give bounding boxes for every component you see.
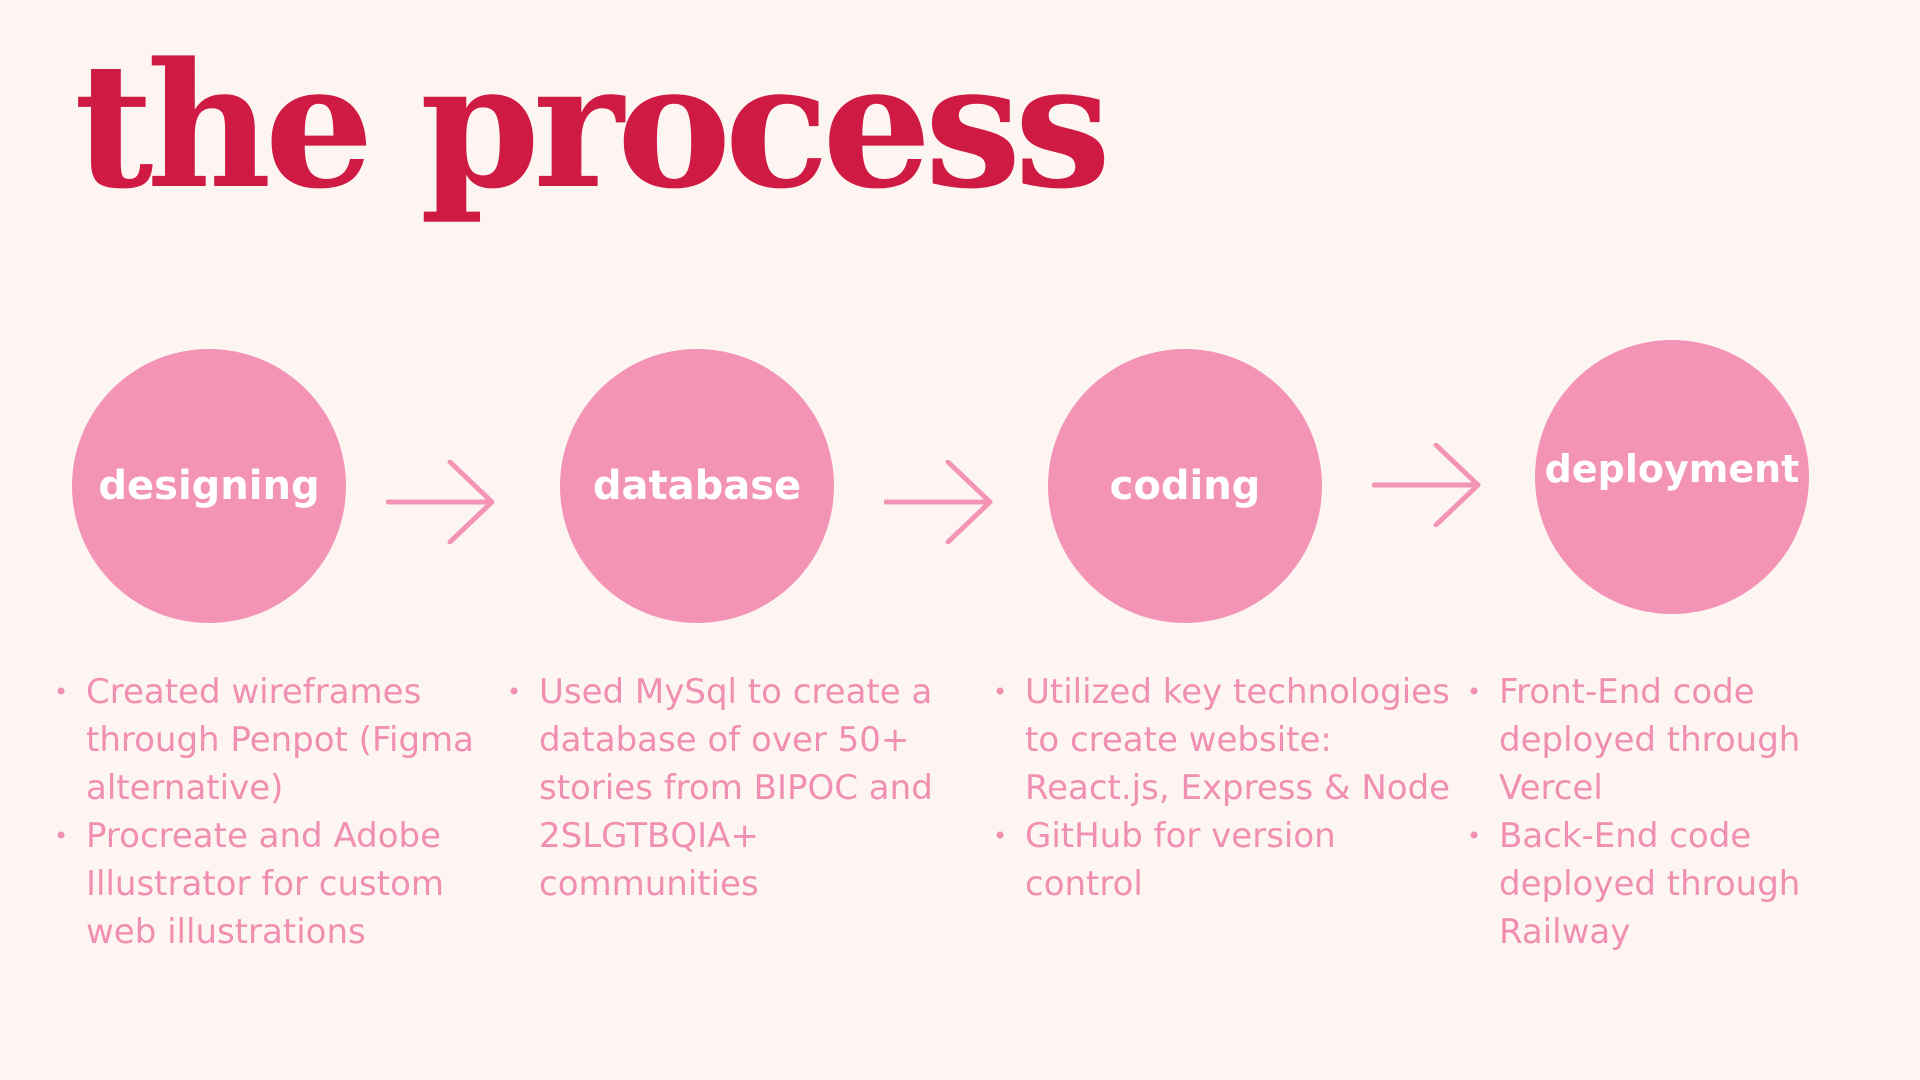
page-title: the process <box>74 24 1111 227</box>
step-label-coding: coding <box>1109 463 1261 509</box>
arrow-right-icon <box>1372 443 1484 527</box>
list-item: Back-End code deployed through Railway <box>1467 812 1867 956</box>
arrow-right-icon <box>386 460 498 544</box>
bullet-list-database: Used MySql to create a database of over … <box>507 668 977 908</box>
list-item: Procreate and Adobe Illustrator for cust… <box>54 812 504 956</box>
list-item: Created wireframes through Penpot (Figma… <box>54 668 504 812</box>
list-item: Front-End code deployed through Vercel <box>1467 668 1867 812</box>
list-item: Utilized key technologies to create webs… <box>993 668 1453 812</box>
list-item: Used MySql to create a database of over … <box>507 668 977 908</box>
step-circle-coding: coding <box>1048 349 1322 623</box>
bullet-list-deployment: Front-End code deployed through Vercel B… <box>1467 668 1867 956</box>
step-circle-database: database <box>560 349 834 623</box>
step-circle-deployment: deployment <box>1535 340 1809 614</box>
step-label-deployment: deployment <box>1544 447 1800 491</box>
step-label-designing: designing <box>98 463 320 509</box>
arrow-right-icon <box>884 460 996 544</box>
step-circle-designing: designing <box>72 349 346 623</box>
bullet-list-designing: Created wireframes through Penpot (Figma… <box>54 668 504 956</box>
bullet-list-coding: Utilized key technologies to create webs… <box>993 668 1453 908</box>
step-label-database: database <box>592 463 802 509</box>
list-item: GitHub for version control <box>993 812 1453 908</box>
